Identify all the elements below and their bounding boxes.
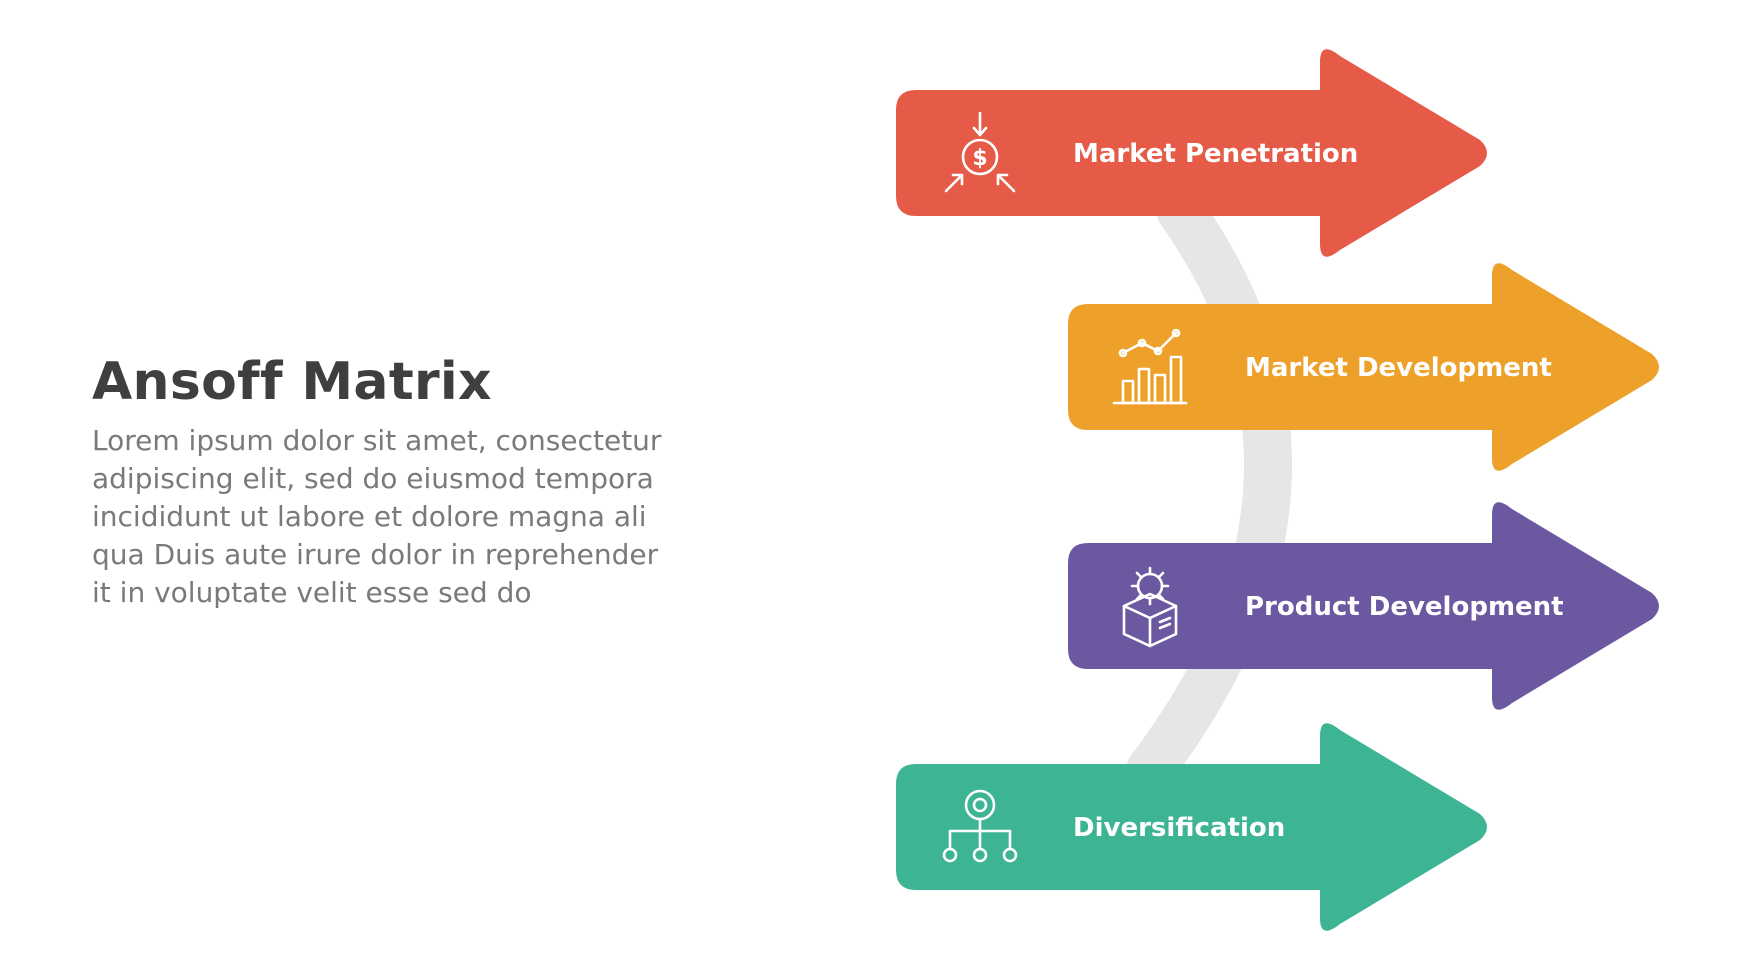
product-gear-icon bbox=[1122, 566, 1178, 648]
arrow-shape bbox=[1068, 263, 1659, 471]
arrow-shape bbox=[1068, 502, 1659, 710]
hierarchy-icon bbox=[942, 789, 1018, 863]
arrow-shape bbox=[896, 49, 1487, 257]
description-text: Lorem ipsum dolor sit amet, consectetur … bbox=[92, 424, 662, 609]
step-label: Product Development bbox=[1245, 592, 1564, 622]
curved-connector bbox=[1126, 186, 1293, 794]
growth-chart-icon bbox=[1112, 328, 1188, 405]
step-market-development: Market Development bbox=[1068, 263, 1659, 471]
svg-text:$: $ bbox=[972, 146, 987, 171]
step-product-development: Product Development bbox=[1068, 502, 1659, 710]
money-inflow-icon: $ bbox=[944, 111, 1016, 193]
arrow-shape bbox=[896, 723, 1487, 931]
step-label: Market Development bbox=[1245, 353, 1552, 383]
step-diversification: Diversification bbox=[896, 723, 1487, 931]
page-title: Ansoff Matrix bbox=[92, 352, 492, 412]
step-label: Diversification bbox=[1073, 813, 1285, 843]
step-label: Market Penetration bbox=[1073, 139, 1358, 169]
step-market-penetration: $ Market Penetration bbox=[896, 49, 1487, 257]
text-panel: Ansoff Matrix Lorem ipsum dolor sit amet… bbox=[92, 350, 742, 612]
